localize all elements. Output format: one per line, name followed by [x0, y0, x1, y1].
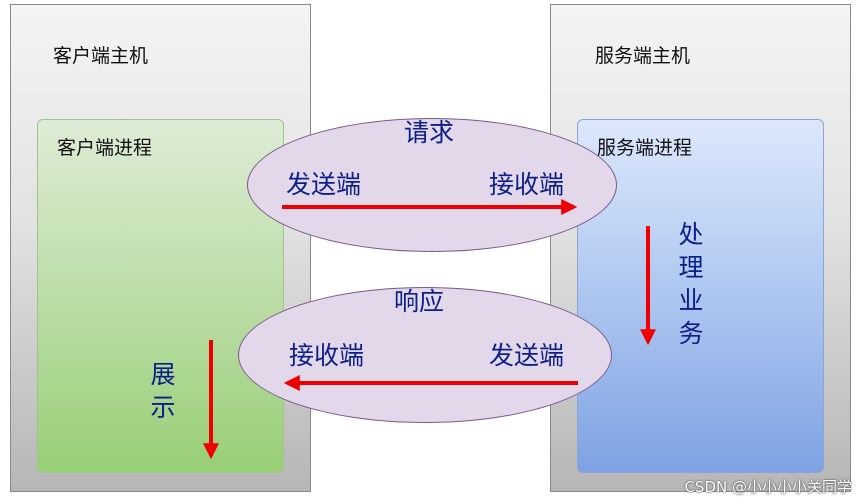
client-process: 客户端进程	[37, 119, 284, 473]
response-title: 响应	[394, 287, 445, 316]
display-label: 展示	[150, 360, 176, 422]
server-process: 服务端进程	[577, 119, 824, 473]
response-ellipse	[238, 287, 612, 423]
server-process-title: 服务端进程	[597, 137, 693, 159]
response-receiver-label: 接收端	[289, 341, 365, 370]
watermark: CSDN @小小小小关同学	[684, 478, 852, 496]
client-process-title: 客户端进程	[57, 137, 153, 159]
request-ellipse	[247, 118, 617, 252]
handle-business-label: 处理业务	[678, 220, 704, 348]
server-host-title: 服务端主机	[595, 45, 691, 67]
request-sender-label: 发送端	[286, 170, 362, 199]
request-receiver-label: 接收端	[489, 170, 565, 199]
request-title: 请求	[404, 118, 455, 147]
response-sender-label: 发送端	[489, 341, 565, 370]
client-host-title: 客户端主机	[53, 45, 149, 67]
